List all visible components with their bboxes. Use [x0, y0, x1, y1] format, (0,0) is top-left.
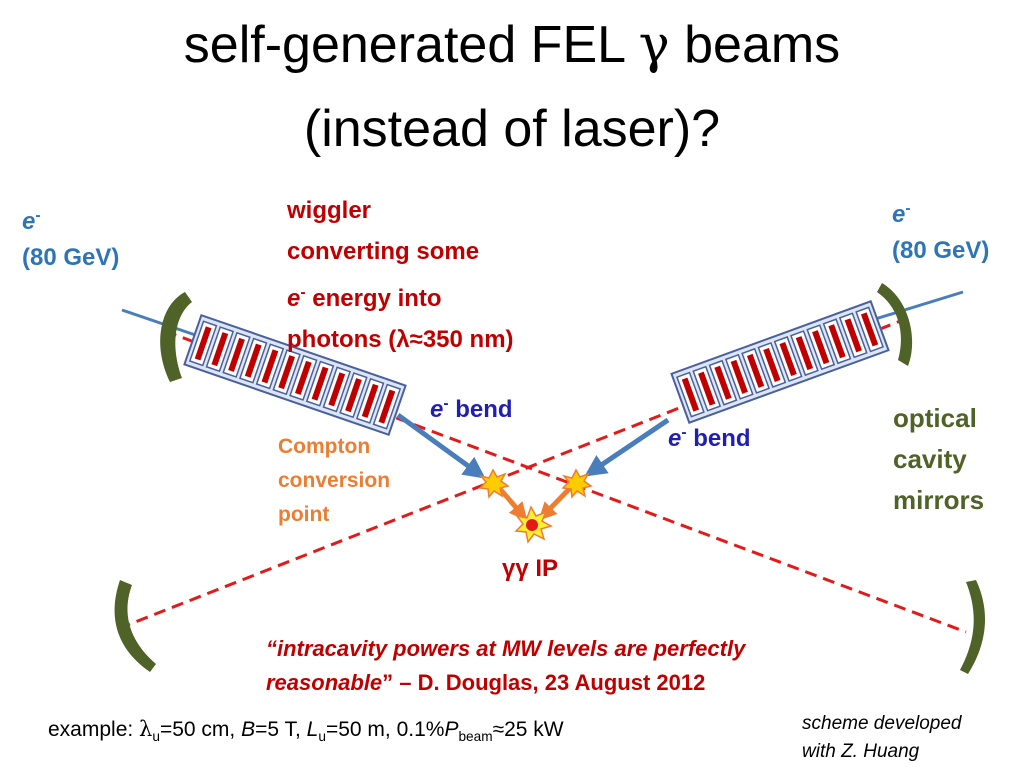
wiggler-magnet: [228, 337, 245, 372]
title-text-end: beams: [669, 16, 841, 74]
bend-text: bend: [448, 396, 513, 423]
mirrors-line: mirrors: [893, 485, 985, 515]
example-text: =50 m, 0.1%: [325, 718, 445, 741]
mirrors-label: optical cavity mirrors: [893, 398, 984, 521]
wiggler-magnet: [698, 371, 716, 406]
electron-bend-arrow-left: [396, 412, 486, 479]
electron-label-left: e- (80 GeV): [22, 198, 119, 276]
wiggler-magnet: [244, 343, 262, 378]
wiggler-magnet: [860, 312, 879, 347]
field-symbol: B: [241, 718, 256, 741]
wiggler-description: wiggler converting some e- energy into p…: [287, 190, 514, 360]
bend-label-left: e- bend: [430, 395, 513, 424]
electron-bend-arrow-right: [584, 417, 670, 477]
wiggler-magnet: [714, 365, 732, 400]
page-title: self-generated FEL γ beams: [0, 14, 1024, 76]
mirrors-line: optical: [893, 403, 977, 433]
subscript: u: [318, 729, 326, 745]
wiggler-magnet: [795, 336, 814, 371]
electron-charge: -: [35, 207, 41, 224]
wiggler-magnet: [261, 349, 279, 384]
title-text: self-generated FEL: [183, 16, 639, 74]
electron-energy: (80 GeV): [22, 244, 120, 271]
wiggler-line: photons (λ≈350 nm): [287, 326, 514, 353]
wiggler-magnet: [378, 389, 396, 424]
wiggler-magnet: [681, 377, 700, 412]
wiggler-magnet: [361, 383, 379, 418]
wiggler-magnet: [844, 318, 862, 353]
wiggler-left: [183, 313, 407, 437]
quote-attribution: – D. Douglas, 23 August 2012: [393, 670, 706, 695]
wiggler-magnet: [812, 330, 830, 365]
subscript: u: [152, 729, 160, 745]
power-symbol: P: [444, 718, 459, 741]
example-text: =5 T,: [255, 718, 307, 741]
electron-symbol: e: [668, 425, 682, 452]
quote-close: ”: [382, 670, 394, 695]
optical-mirror-lower-right: [960, 580, 986, 674]
wiggler-magnet: [194, 326, 212, 361]
wiggler-line: converting some: [287, 238, 480, 265]
compton-line: conversion: [278, 469, 391, 492]
example-parameters: example: λu=50 cm, B=5 T, Lu=50 m, 0.1%P…: [48, 717, 564, 744]
quote: “intracavity powers at MW levels are per…: [266, 632, 745, 700]
ip-label: γγ IP: [502, 555, 559, 582]
quote-open: “: [266, 636, 277, 661]
credit-line: scheme developed: [802, 713, 962, 734]
page-subtitle: (instead of laser)?: [303, 100, 721, 158]
compton-line: Compton: [278, 435, 371, 458]
optical-mirror-upper-left: [160, 292, 192, 382]
electron-charge: -: [905, 200, 911, 217]
bend-label-right: e- bend: [668, 424, 751, 453]
wiggler-magnet: [345, 378, 362, 413]
electron-charge: -: [300, 284, 306, 301]
wiggler-line: wiggler: [287, 197, 372, 224]
compton-burst-right: [561, 468, 593, 499]
subscript: beam: [458, 729, 493, 745]
example-text: =50 cm,: [159, 718, 242, 741]
electron-symbol: e: [892, 201, 906, 228]
wiggler-text: energy into: [305, 285, 442, 312]
wiggler-magnet: [746, 353, 765, 388]
electron-symbol: e: [22, 208, 36, 235]
wiggler-magnet: [278, 355, 296, 390]
electron-beam-right: [871, 290, 964, 322]
electron-energy: (80 GeV): [892, 237, 990, 264]
optical-mirror-lower-left: [114, 580, 156, 672]
wiggler-magnet: [763, 347, 781, 382]
quote-text: intracavity powers at MW levels are perf…: [277, 636, 746, 661]
ip-core: [526, 519, 538, 531]
wiggler-right: [670, 300, 890, 424]
quote-text: reasonable: [266, 670, 383, 695]
electron-symbol: e: [287, 285, 301, 312]
electron-label-right: e- (80 GeV): [892, 191, 989, 269]
length-symbol: L: [306, 718, 319, 741]
mirrors-line: cavity: [893, 444, 967, 474]
credit: scheme developed with Z. Huang: [802, 710, 962, 766]
electron-charge: -: [681, 424, 687, 441]
optical-mirror-upper-right: [877, 283, 913, 366]
wiggler-magnet: [311, 366, 329, 401]
electron-charge: -: [443, 395, 449, 412]
wiggler-magnet: [211, 332, 229, 367]
compton-burst-left: [478, 468, 510, 499]
electron-symbol: e: [430, 396, 444, 423]
example-prefix: example:: [48, 718, 140, 741]
example-text: ≈25 kW: [492, 718, 564, 741]
compton-line: point: [278, 503, 330, 526]
wiggler-line: e- energy into: [287, 272, 514, 319]
wiggler-magnet: [328, 372, 346, 407]
lambda-symbol: λ: [139, 717, 153, 741]
compton-label: Compton conversion point: [278, 430, 390, 532]
wiggler-magnet: [730, 359, 748, 394]
wiggler-magnet: [828, 324, 846, 359]
wiggler-magnet: [294, 360, 312, 395]
bend-text: bend: [686, 425, 751, 452]
wiggler-magnet: [779, 342, 797, 377]
title-gamma: γ: [638, 15, 670, 75]
credit-line: with Z. Huang: [802, 741, 920, 762]
